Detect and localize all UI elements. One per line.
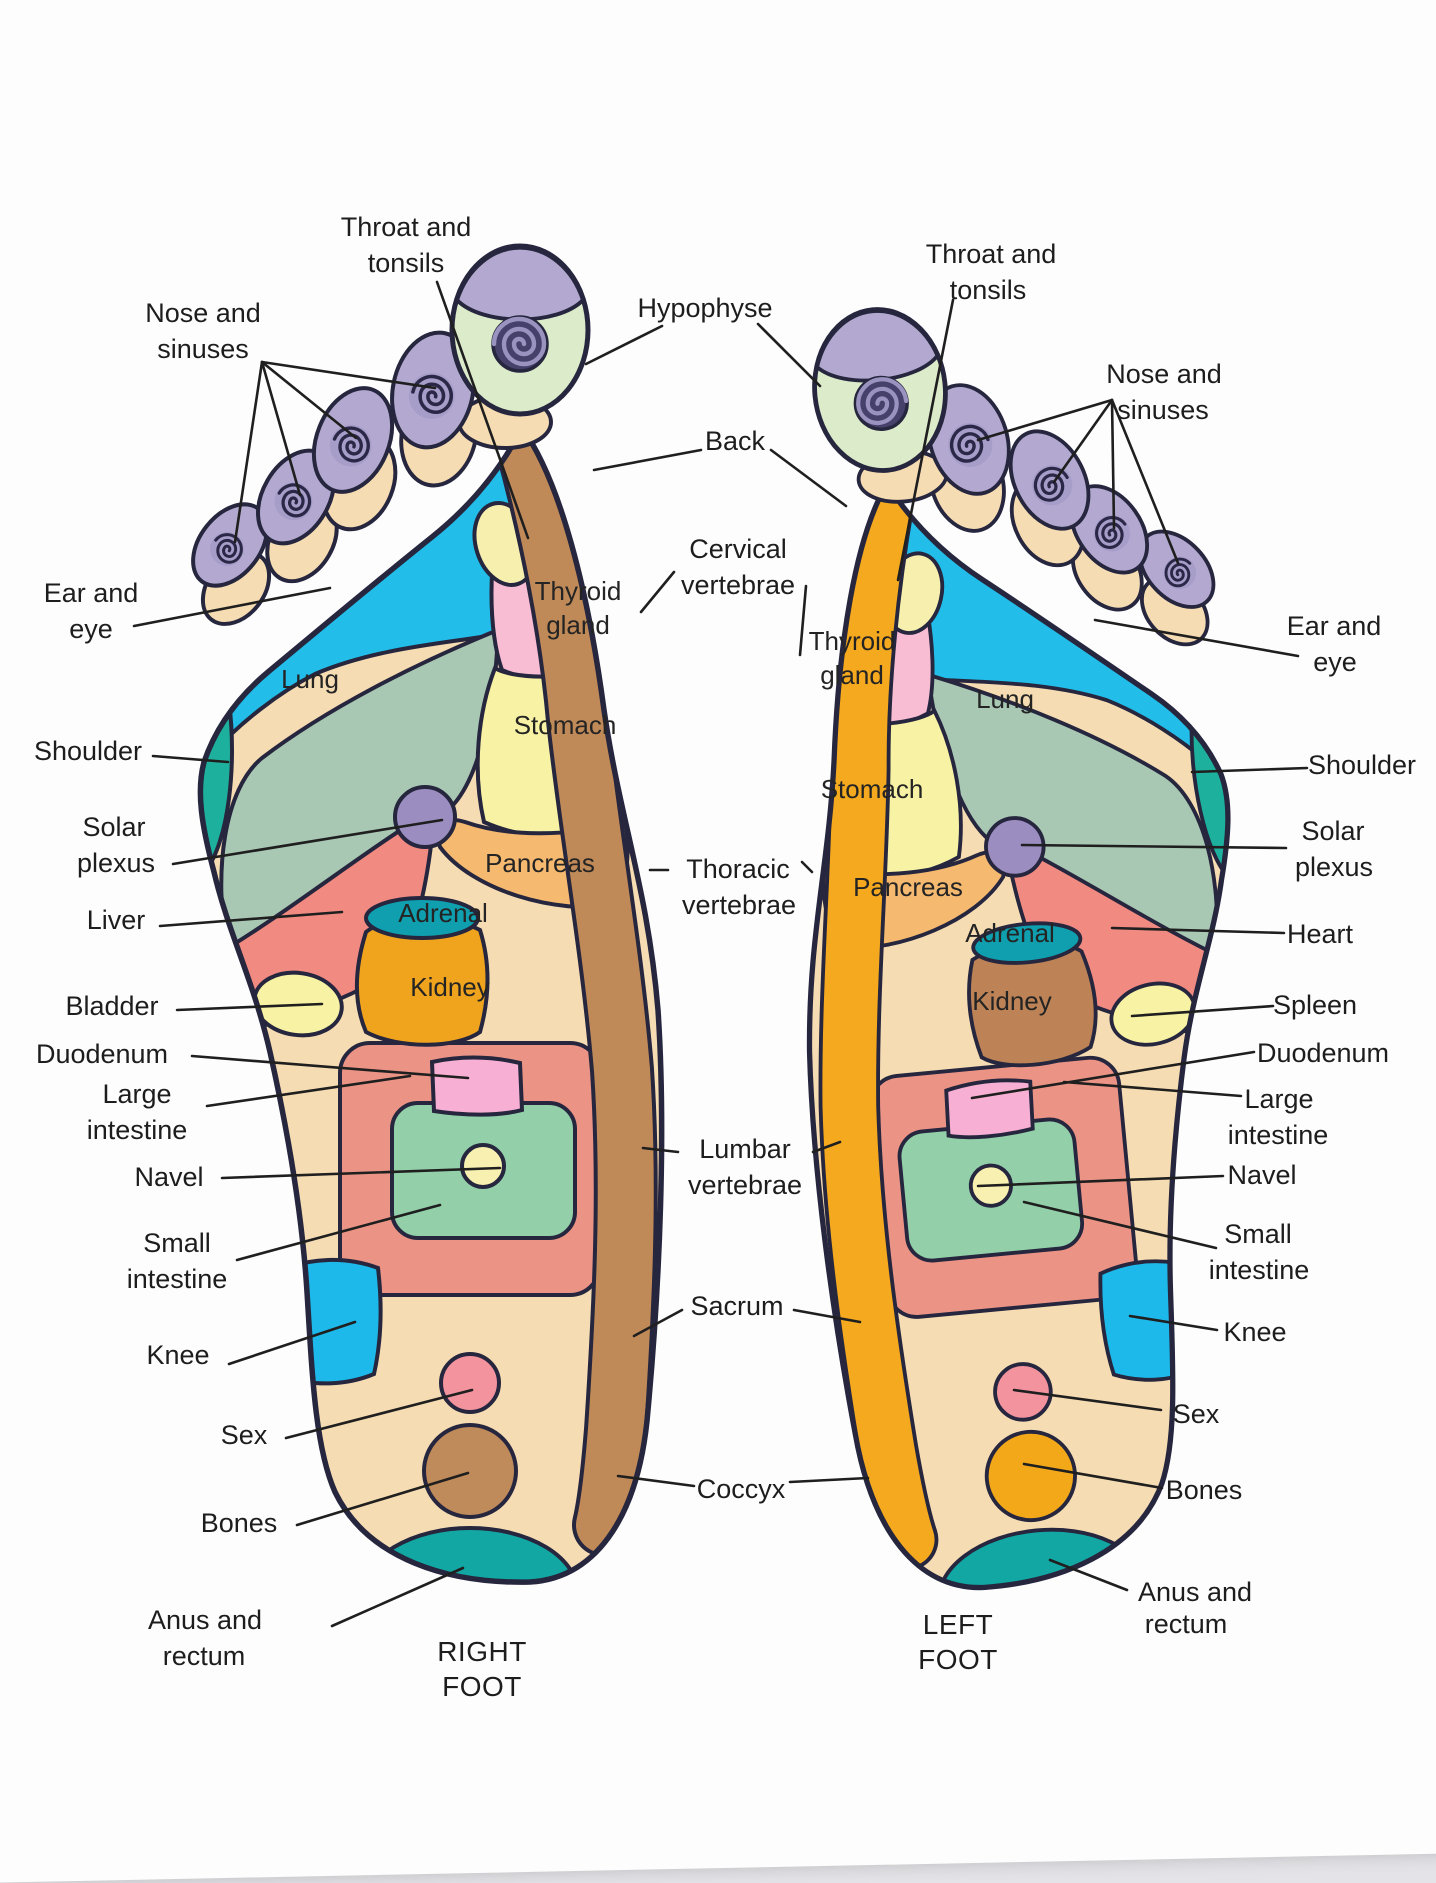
label-liver: Liver bbox=[87, 905, 146, 935]
label-knee-left: Knee bbox=[146, 1340, 209, 1370]
label-sex-right: Sex bbox=[1173, 1399, 1220, 1429]
label-back: Back bbox=[705, 426, 766, 456]
label-small-right: Small bbox=[1224, 1219, 1292, 1249]
svg-text:intestine: intestine bbox=[87, 1115, 188, 1145]
label-bladder: Bladder bbox=[65, 991, 158, 1021]
zone-label-adrenal-left: Adrenal bbox=[965, 918, 1055, 948]
zone-label-adrenal-right: Adrenal bbox=[398, 898, 488, 928]
svg-text:sinuses: sinuses bbox=[157, 334, 249, 364]
svg-text:intestine: intestine bbox=[127, 1264, 228, 1294]
label-coccyx: Coccyx bbox=[697, 1474, 786, 1504]
svg-text:vertebrae: vertebrae bbox=[681, 570, 795, 600]
label-shoulder-left: Shoulder bbox=[34, 736, 142, 766]
zone-label-lung-right: Lung bbox=[281, 664, 339, 694]
label-navel-left: Navel bbox=[134, 1162, 203, 1192]
leader-lines bbox=[132, 280, 1309, 1628]
label-large-left: Large bbox=[102, 1079, 171, 1109]
label-sex-left: Sex bbox=[221, 1420, 268, 1450]
svg-text:gland: gland bbox=[546, 610, 610, 640]
label-cervical: Cervical bbox=[689, 534, 787, 564]
label-throat-left: Throat and bbox=[341, 212, 472, 242]
zone-label-lung-left: Lung bbox=[976, 684, 1034, 714]
zone-label-thyroid-right: Thyroid bbox=[535, 576, 622, 606]
label-anus-left: Anus and bbox=[148, 1605, 262, 1635]
label-navel-right: Navel bbox=[1227, 1160, 1296, 1190]
foot-chart: Throat and tonsils Nose and sinuses Ear … bbox=[34, 212, 1416, 1830]
zone-label-pancreas-right: Pancreas bbox=[485, 848, 595, 878]
svg-text:eye: eye bbox=[1313, 647, 1357, 677]
label-shoulder-right: Shoulder bbox=[1308, 750, 1416, 780]
label-duodenum-left: Duodenum bbox=[36, 1039, 168, 1069]
label-nose-left: Nose and bbox=[145, 298, 261, 328]
label-sacrum: Sacrum bbox=[690, 1291, 783, 1321]
labels: Throat and tonsils Nose and sinuses Ear … bbox=[34, 212, 1416, 1702]
svg-text:rectum: rectum bbox=[163, 1641, 246, 1671]
svg-text:tonsils: tonsils bbox=[368, 248, 445, 278]
label-anus-right: Anus and bbox=[1138, 1577, 1252, 1607]
caption-left-foot: LEFT bbox=[923, 1609, 993, 1640]
svg-text:FOOT: FOOT bbox=[442, 1671, 522, 1702]
label-throat-right: Throat and bbox=[926, 239, 1057, 269]
zone-label-kidney-right: Kidney bbox=[410, 972, 490, 1002]
svg-text:eye: eye bbox=[69, 614, 113, 644]
label-heart: Heart bbox=[1287, 919, 1354, 949]
svg-text:intestine: intestine bbox=[1209, 1255, 1310, 1285]
svg-text:vertebrae: vertebrae bbox=[682, 890, 796, 920]
label-large-right: Large bbox=[1244, 1084, 1313, 1114]
zone-label-kidney-left: Kidney bbox=[972, 986, 1052, 1016]
label-spleen: Spleen bbox=[1273, 990, 1357, 1020]
svg-text:plexus: plexus bbox=[77, 848, 155, 878]
label-ear-right: Ear and bbox=[1287, 611, 1382, 641]
label-duodenum-right: Duodenum bbox=[1257, 1038, 1389, 1068]
svg-text:rectum: rectum bbox=[1145, 1609, 1228, 1639]
svg-text:sinuses: sinuses bbox=[1117, 395, 1209, 425]
label-solar-left: Solar bbox=[82, 812, 145, 842]
label-bones-right: Bones bbox=[1166, 1475, 1243, 1505]
svg-text:vertebrae: vertebrae bbox=[688, 1170, 802, 1200]
label-knee-right: Knee bbox=[1223, 1317, 1286, 1347]
svg-text:tonsils: tonsils bbox=[950, 275, 1027, 305]
svg-text:gland: gland bbox=[820, 660, 884, 690]
label-ear-left: Ear and bbox=[44, 578, 139, 608]
label-bones-left: Bones bbox=[201, 1508, 278, 1538]
label-solar-right: Solar bbox=[1301, 816, 1364, 846]
svg-text:intestine: intestine bbox=[1228, 1120, 1329, 1150]
label-small-left: Small bbox=[143, 1228, 211, 1258]
caption-right-foot: RIGHT bbox=[437, 1636, 527, 1667]
zone-labels: Lung Thyroid gland Stomach Pancreas Adre… bbox=[281, 576, 1055, 1016]
zone-label-stomach-left: Stomach bbox=[821, 774, 924, 804]
zone-label-stomach-right: Stomach bbox=[514, 710, 617, 740]
label-thoracic: Thoracic bbox=[686, 854, 790, 884]
label-lumbar: Lumbar bbox=[699, 1134, 791, 1164]
zone-label-thyroid-left: Thyroid bbox=[809, 626, 896, 656]
label-nose-right: Nose and bbox=[1106, 359, 1222, 389]
label-hypophyse: Hypophyse bbox=[637, 293, 772, 323]
svg-text:plexus: plexus bbox=[1295, 852, 1373, 882]
zone-label-pancreas-left: Pancreas bbox=[853, 872, 963, 902]
svg-text:FOOT: FOOT bbox=[918, 1644, 998, 1675]
